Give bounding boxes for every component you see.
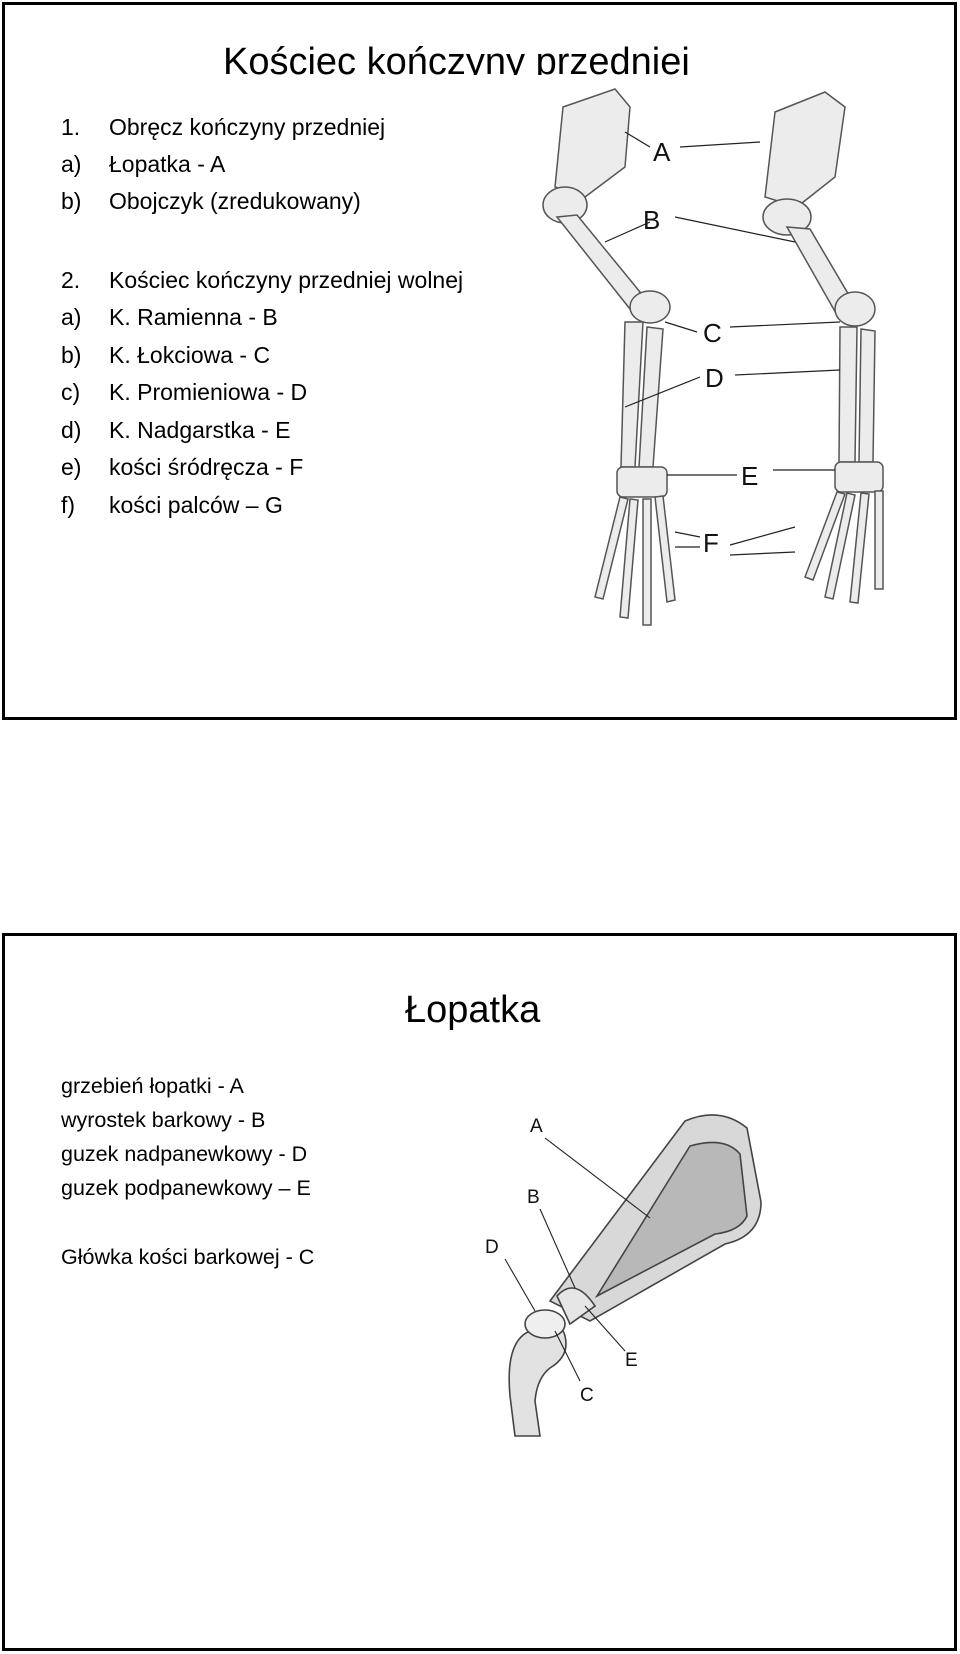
label-d: D	[485, 1237, 499, 1258]
slide-title: Kościec kończyny przedniej	[223, 41, 690, 75]
slide-scapula: Łopatka grzebień łopatki - A wyrostek ba…	[2, 933, 957, 1651]
label-b: B	[527, 1187, 540, 1208]
label-a: A	[653, 137, 671, 167]
label-d: D	[705, 363, 724, 393]
list-item: grzebień łopatki - A	[61, 1074, 244, 1098]
label-f: F	[703, 528, 719, 558]
forelimb-skeleton-illustration: A B C D E F	[542, 88, 884, 626]
label-e: E	[625, 1350, 638, 1371]
label-a: A	[530, 1116, 543, 1137]
list-item: guzek podpanewkowy – E	[61, 1176, 311, 1200]
label-c: C	[580, 1385, 594, 1406]
label-c: C	[703, 318, 722, 348]
list-item: wyrostek barkowy - B	[61, 1108, 266, 1132]
slide-forelimb-skeleton: Kościec kończyny przedniej 1. Obręcz koń…	[2, 2, 957, 720]
scapula-illustration: A B D E C	[485, 1114, 762, 1437]
label-b: B	[643, 205, 660, 235]
label-e: E	[741, 461, 758, 491]
slide-title: Łopatka	[405, 989, 541, 1031]
list-item: guzek nadpanewkowy - D	[61, 1142, 308, 1166]
list-item: Główka kości barkowej - C	[61, 1245, 315, 1269]
